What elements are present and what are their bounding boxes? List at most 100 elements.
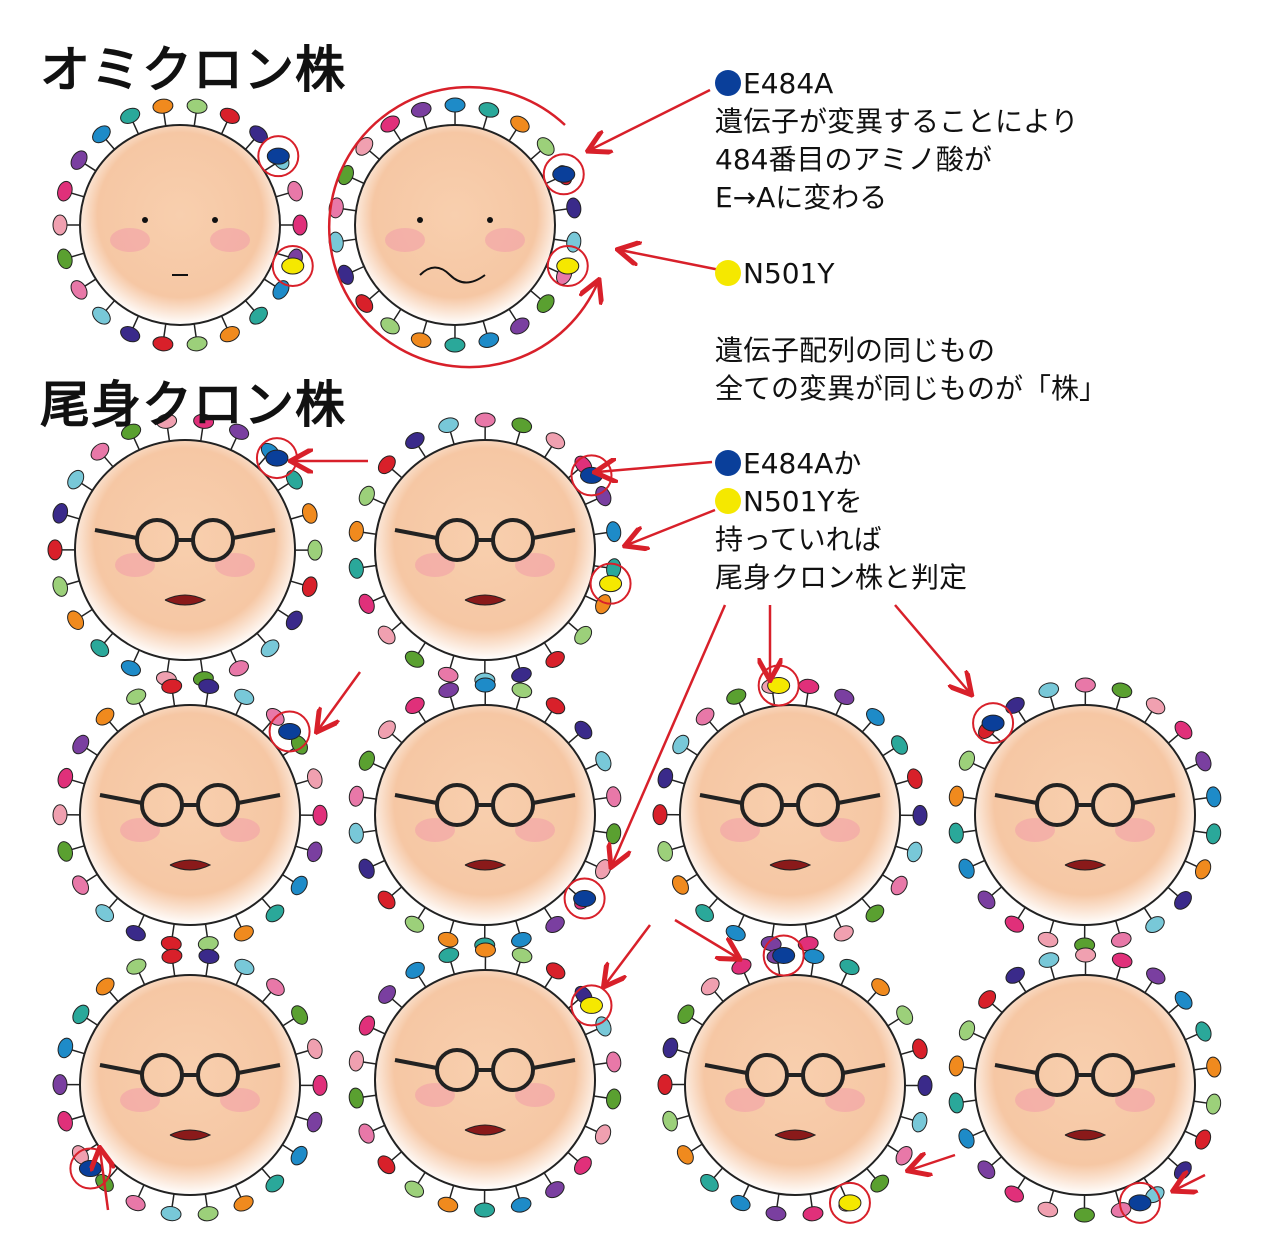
rule-line-2: N501Yを (743, 485, 863, 518)
spike-head (911, 1111, 928, 1133)
legend-n501y: N501Y (715, 255, 835, 293)
eye (142, 217, 148, 223)
highlight-circle (257, 135, 300, 178)
arrow (597, 462, 713, 472)
definition-line-1: 遺伝子配列の同じもの (715, 334, 996, 367)
highlight-circle (570, 984, 613, 1027)
spike-head (595, 1016, 612, 1037)
spike-head (307, 1038, 323, 1060)
glasses-frame (994, 793, 1176, 807)
spike-head (1145, 697, 1166, 715)
spike-head (249, 125, 268, 144)
spike-head (948, 1092, 964, 1114)
spike-head (121, 423, 142, 440)
title-omicron: オミクロン株 (40, 41, 346, 99)
virus-body (374, 439, 596, 661)
spike-head (958, 858, 975, 879)
spike-head (695, 904, 714, 922)
spike-head (958, 750, 976, 771)
spike-head (672, 734, 690, 755)
spike-head (871, 978, 890, 997)
spike-head (358, 750, 375, 771)
highlight-circle (972, 702, 1015, 745)
spike-head (57, 841, 73, 862)
spike-head (307, 768, 323, 789)
spike-head (228, 660, 249, 677)
spike-head (948, 785, 964, 807)
spike-head (652, 804, 668, 826)
highlight-circle (546, 245, 589, 288)
yellow-dot-icon (715, 260, 741, 286)
spike-head (285, 470, 303, 490)
mouth (464, 1124, 507, 1136)
spike-head (606, 786, 622, 808)
spike-head (977, 890, 996, 910)
spike-head (545, 650, 565, 668)
spike-head (1195, 1021, 1212, 1042)
spike-head (125, 1194, 146, 1212)
spike-head (891, 735, 909, 755)
spike-head (355, 294, 374, 313)
spike-head (290, 875, 308, 896)
spike-head (1111, 682, 1133, 699)
spike-head (1173, 1161, 1192, 1180)
spike-head (52, 502, 69, 524)
blush (220, 818, 260, 842)
spike-head (890, 875, 908, 896)
glasses-frame (99, 793, 281, 807)
glasses-frame (704, 1063, 886, 1077)
arrow (674, 918, 738, 958)
spike-head (52, 804, 68, 826)
arrow (605, 924, 651, 985)
highlight-circle (542, 153, 585, 196)
spike-head (404, 1180, 425, 1198)
spike-head (1004, 1185, 1024, 1203)
mutation-spike (579, 996, 603, 1014)
spike-head (545, 916, 565, 933)
virus-body (974, 974, 1196, 1196)
spike-head (1206, 823, 1222, 845)
spike-head (1174, 720, 1193, 740)
spike-head (606, 521, 622, 543)
spike-head (978, 990, 997, 1009)
spike-head (865, 904, 885, 923)
spike-head (1194, 1129, 1212, 1150)
rule-line-4: 尾身クロン株と判定 (715, 561, 968, 594)
virus (52, 678, 328, 952)
blush (1115, 818, 1155, 842)
virus-body (974, 704, 1196, 926)
spike-head (896, 1005, 914, 1025)
spike-head (57, 180, 73, 202)
highlight-circle (762, 934, 805, 977)
spike-head (47, 539, 63, 561)
spike-head (52, 1074, 68, 1096)
mouth (164, 594, 207, 606)
spike-head (291, 1005, 309, 1025)
virus (47, 413, 323, 687)
spike-head (348, 1087, 364, 1109)
spike-head (1146, 967, 1166, 985)
blush (485, 228, 525, 252)
e484a-desc-3: E→Aに変わる (715, 181, 888, 214)
spike-head (260, 639, 280, 658)
spike-head (662, 1110, 678, 1132)
spike-head (405, 697, 425, 714)
spike-head (444, 337, 466, 353)
spike-head (870, 1174, 890, 1193)
spike-head (657, 841, 673, 862)
spike-head (545, 962, 566, 980)
spike-head (510, 115, 530, 133)
spike-head (301, 503, 318, 524)
spike-head (348, 1050, 364, 1072)
spike-head (437, 931, 459, 948)
mutation-spike (767, 676, 791, 694)
spike-head (474, 942, 496, 958)
spike-head (574, 625, 593, 645)
glasses-frame (99, 1063, 281, 1077)
virus (657, 934, 933, 1224)
spike-head (657, 767, 674, 789)
spike-head (606, 1051, 622, 1073)
spike-head (249, 306, 268, 325)
spike-head (839, 958, 860, 976)
